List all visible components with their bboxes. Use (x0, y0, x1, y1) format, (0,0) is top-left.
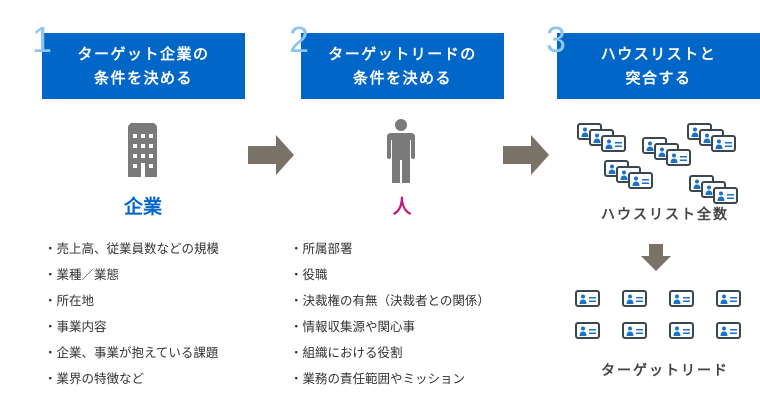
house-list-label: ハウスリスト全数 (601, 207, 729, 223)
business-card-icon (601, 135, 626, 152)
list-item: 業務の責任範囲やミッション (290, 366, 490, 392)
step-2-header: ターゲットリードの 条件を決める (301, 33, 504, 99)
person-label: 人 (392, 196, 412, 218)
step-2-title-line2: 条件を決める (352, 69, 452, 87)
business-card-icon (622, 290, 647, 307)
step-1-title-line2: 条件を決める (93, 69, 193, 87)
building-icon (128, 123, 157, 177)
step-2-title-line1: ターゲットリードの (328, 45, 477, 63)
step-number-3: 3 (546, 19, 567, 60)
down-arrow-icon (641, 244, 671, 271)
list-item: 情報収集源や関心事 (290, 314, 490, 340)
target-lead-label: ターゲットリード (601, 363, 729, 379)
business-card-icon (711, 135, 736, 152)
lead-criteria-list: 所属部署 役職 決裁権の有無（決裁者との関係） 情報収集源や関心事 組織における… (290, 236, 490, 392)
list-item: 所在地 (44, 288, 219, 314)
business-card-icon (628, 172, 653, 189)
list-item: 決裁権の有無（決裁者との関係） (290, 288, 490, 314)
business-card-icon (666, 149, 691, 166)
list-item: 企業、事業が抱えている課題 (44, 340, 219, 366)
right-arrow-icon (248, 135, 294, 175)
company-criteria-list: 売上高、従業員数などの規模 業種／業態 所在地 事業内容 企業、事業が抱えている… (44, 236, 220, 392)
business-card-icon (716, 290, 741, 307)
list-item: 役職 (290, 262, 490, 288)
list-item: 業種／業態 (44, 262, 219, 288)
business-card-icon (713, 187, 738, 204)
company-label: 企業 (123, 196, 162, 218)
step-number-2: 2 (289, 19, 310, 60)
list-item: 業界の特徴など (44, 366, 219, 392)
business-card-icon (575, 322, 600, 339)
business-card-icon (669, 322, 694, 339)
list-item: 事業内容 (44, 314, 219, 340)
list-item: 売上高、従業員数などの規模 (44, 236, 220, 262)
right-arrow-icon (503, 135, 549, 175)
list-item: 所属部署 (290, 236, 490, 262)
step-1-header: ターゲット企業の 条件を決める (42, 33, 245, 99)
step-3-title-line1: ハウスリストと (600, 45, 717, 63)
step-3-header: ハウスリストと 突合する (557, 33, 760, 99)
business-card-icon (575, 290, 600, 307)
business-card-icon (716, 322, 741, 339)
person-icon (387, 119, 415, 183)
step-number-1: 1 (32, 19, 53, 60)
business-card-icon (669, 290, 694, 307)
business-card-icon (622, 322, 647, 339)
list-item: 組織における役割 (290, 340, 490, 366)
step-3-title-line2: 突合する (625, 69, 692, 87)
step-1-title-line1: ターゲット企業の (77, 45, 210, 63)
